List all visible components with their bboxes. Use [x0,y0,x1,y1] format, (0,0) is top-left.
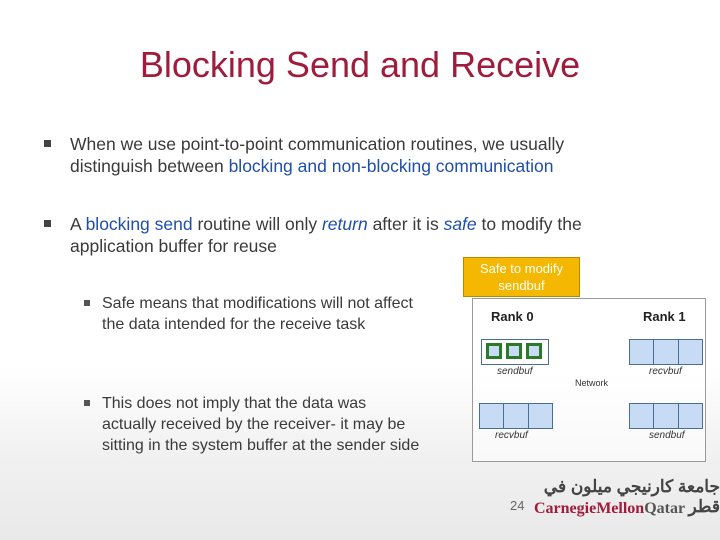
buffer-cell [526,343,542,359]
rank-1-sendbuf [629,403,703,429]
bullet-1-line-2: distinguish between blocking and non-blo… [70,155,670,177]
buffer-cell [654,404,679,428]
rank-0-recvbuf [479,403,553,429]
rank-1-sendbuf-label: sendbuf [649,430,685,441]
bullet-2-text-a: A [70,214,86,234]
network-label: Network [574,378,610,388]
rank-0-recvbuf-label: recvbuf [495,430,528,441]
sub-bullet-1: Safe means that modifications will not a… [84,293,462,335]
callout-line-2: sendbuf [498,278,545,293]
rank-1-label: Rank 1 [643,309,686,324]
rank-0-label: Rank 0 [491,309,534,324]
sub-bullet-marker [84,300,90,306]
callout-line-1: Safe to modify [479,261,564,276]
bullet-2-return: return [321,214,368,234]
safe-to-modify-callout: Safe to modify sendbuf [463,257,580,297]
rank-1-recvbuf-label: recvbuf [649,366,682,377]
sub-bullet-2: This does not imply that the data was ac… [84,393,462,456]
sub-bullet-2-line-3: sitting in the system buffer at the send… [102,437,420,454]
bullet-1-text: distinguish between [70,156,229,176]
rank-1-recvbuf [629,339,703,365]
buffer-cell [504,404,529,428]
bullet-1-line-1: When we use point-to-point communication… [70,134,565,154]
sub-bullet-marker [84,400,90,406]
logo-arabic: جامعة كارنيجي ميلون في قطر [543,477,720,516]
sub-bullet-1-line-2: the data intended for the receive task [102,316,366,333]
bullet-marker [44,220,51,227]
bullet-2-text-d: to modify the [476,214,582,234]
slide-title: Blocking Send and Receive [139,44,581,85]
sub-bullet-1-line-1: Safe means that modifications will not a… [102,295,413,312]
bullet-2: A blocking send routine will only return… [44,213,670,257]
bullet-2-blocking-send: blocking send [85,214,193,234]
rank-0-sendbuf [481,339,549,365]
page-number: 24 [510,498,525,513]
buffer-cell [480,404,505,428]
bullet-1: When we use point-to-point communication… [44,133,670,177]
bullet-2-line-1: A blocking send routine will only return… [70,213,670,235]
bullet-2-text-c: after it is [367,214,444,234]
logo-qatar: Qatar [644,500,686,517]
bullet-1-highlight: blocking and non-blocking communication [228,156,554,176]
buffer-cell [679,340,702,364]
bullet-2-line-2: application buffer for reuse [70,236,277,256]
buffer-cell [630,340,655,364]
cmu-qatar-logo: CarnegieMellonQatar [534,500,685,518]
buffer-cell [630,404,655,428]
rank-0-sendbuf-label: sendbuf [497,366,533,377]
bullet-2-text-b: routine will only [192,214,322,234]
buffer-cell [529,404,552,428]
bullet-2-safe: safe [443,214,477,234]
buffer-cell [679,404,702,428]
buffer-cell [654,340,679,364]
send-receive-diagram: Rank 0 Rank 1 sendbuf recvbuf Network re… [472,298,706,462]
buffer-cell [486,343,502,359]
bullet-marker [44,140,51,147]
sub-bullet-2-line-1: This does not imply that the data was [102,395,367,412]
sub-bullet-2-line-2: actually received by the receiver- it ma… [102,416,406,433]
buffer-cell [506,343,522,359]
logo-carnegie-mellon: CarnegieMellon [534,500,645,517]
